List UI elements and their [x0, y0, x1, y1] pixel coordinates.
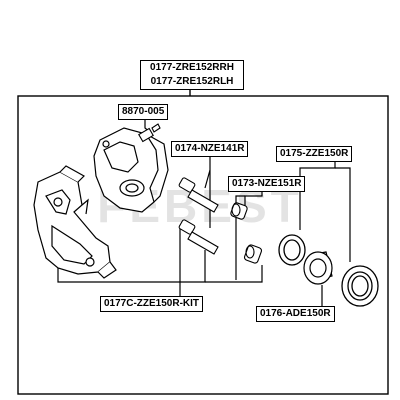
piston-dust-boot — [341, 265, 379, 307]
pin-boot-upper — [230, 202, 248, 220]
guide-pin-lower — [178, 219, 219, 255]
pin-boot-lower — [243, 244, 263, 264]
assembly-frame — [17, 95, 389, 395]
caliper-piston — [303, 251, 333, 285]
leader-lines — [57, 119, 351, 312]
bleeder-screw — [138, 123, 161, 143]
guide-pin-upper — [178, 177, 219, 213]
label-seal-kit: 0175-ZZE150R — [276, 146, 353, 162]
assembly-part-number-box: 0177-ZRE152RRH 0177-ZRE152RLH — [140, 60, 244, 90]
part-number-rrh: 0177-ZRE152RRH — [150, 62, 234, 73]
label-piston: 0176-ADE150R — [256, 306, 335, 322]
label-boot-kit: 0173-NZE151R — [228, 176, 306, 192]
label-guide-pin-kit: 0174-NZE141R — [171, 141, 249, 157]
part-number-rlh: 0177-ZRE152RLH — [150, 76, 234, 87]
label-repair-kit: 0177C-ZZE150R-KIT — [100, 296, 204, 312]
caliper-bracket — [33, 165, 117, 279]
piston-seal-ring — [278, 234, 306, 266]
label-bleeder-screw: 8870-005 — [118, 104, 169, 120]
